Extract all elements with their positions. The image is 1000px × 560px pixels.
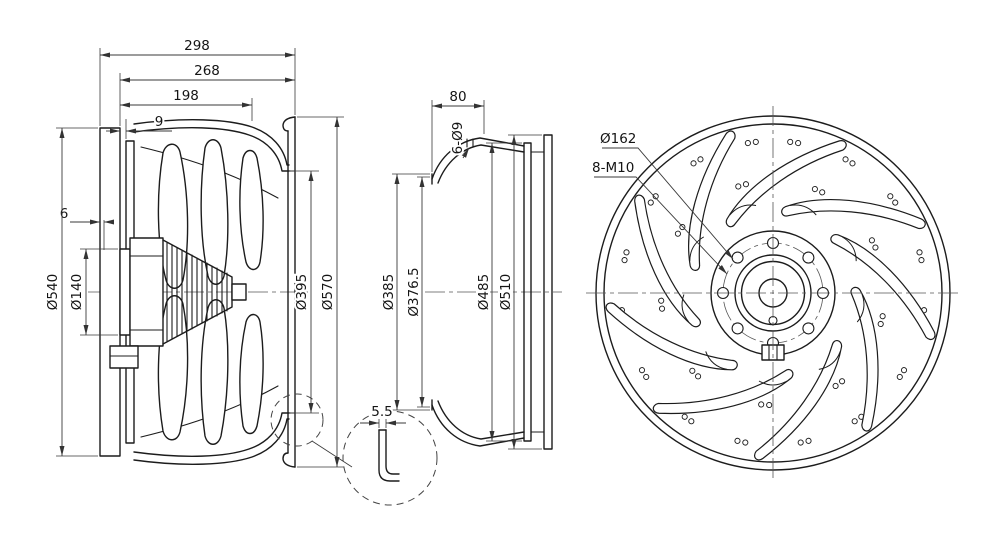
leader-8m10: 8-M10 (590, 158, 728, 275)
dim-dia485-label: Ø485 (476, 274, 492, 310)
mounting-plate (99, 127, 121, 457)
dim-268: 268 (119, 61, 295, 126)
detail-marker-circle (270, 393, 324, 447)
ring-section-view: 80 6-Ø9 Ø385 Ø376.5 Ø485 Ø510 (379, 87, 562, 450)
motor-flange (119, 248, 131, 336)
dim-6-dia9: 6-Ø9 (448, 120, 470, 159)
dim-80-label: 80 (449, 89, 466, 105)
dim-dia376-5-label: Ø376.5 (406, 267, 422, 316)
dim-dia510-label: Ø510 (498, 274, 514, 310)
motor-terminal-box (109, 345, 139, 369)
detail-leader-line (311, 440, 353, 468)
dim-dia385: Ø385 (379, 173, 430, 411)
front-view: Ø162 8-M10 (586, 106, 960, 480)
dim-5-5-label: 5.5 (371, 404, 392, 420)
front-flange-ring (523, 142, 545, 442)
rear-flange-ring (543, 134, 553, 450)
dim-dia510: Ø510 (496, 134, 542, 450)
dim-dia540-label: Ø540 (45, 274, 61, 310)
motor-fins (166, 242, 228, 342)
shroud-outline (133, 119, 290, 465)
detail-view: 5.5 (342, 402, 438, 506)
dim-268-label: 268 (194, 63, 220, 79)
dim-9-label: 9 (155, 114, 164, 130)
dim-80: 80 (431, 87, 485, 172)
flange-hole (466, 138, 474, 148)
dim-5-5: 5.5 (360, 402, 406, 428)
dim-dia140: Ø140 (67, 248, 118, 336)
inlet-cone (431, 137, 525, 447)
motor-body (129, 237, 164, 347)
dim-198: 198 (120, 86, 253, 121)
dim-dia376-5: Ø376.5 (404, 176, 430, 408)
lip-profile (378, 429, 400, 482)
dim-298: 298 (99, 36, 296, 126)
dim-dia140-label: Ø140 (69, 274, 85, 310)
motor-shaft (231, 283, 247, 301)
leader-dia162: Ø162 (598, 129, 734, 260)
dim-6-dia9-label: 6-Ø9 (450, 122, 466, 155)
bolt-callout-label: 8-M10 (592, 160, 634, 176)
dim-dia385-label: Ø385 (381, 274, 397, 310)
dim-dia540: Ø540 (43, 127, 98, 457)
side-view: 298 268 198 9 6 Ø540 (43, 36, 353, 468)
blade-sections (157, 139, 264, 445)
motor (109, 237, 247, 369)
dim-dia395-label: Ø395 (294, 274, 310, 310)
dim-298-label: 298 (184, 38, 210, 54)
inlet-ring (282, 116, 296, 468)
dim-dia570-label: Ø570 (320, 274, 336, 310)
dim-6-label: 6 (60, 206, 69, 222)
detail-circle (342, 410, 438, 506)
dim-dia570: Ø570 (297, 116, 344, 468)
dia162-label: Ø162 (600, 131, 636, 147)
dim-198-label: 198 (173, 88, 199, 104)
dim-9: 9 (106, 112, 172, 139)
dim-dia395: Ø395 (291, 170, 319, 414)
